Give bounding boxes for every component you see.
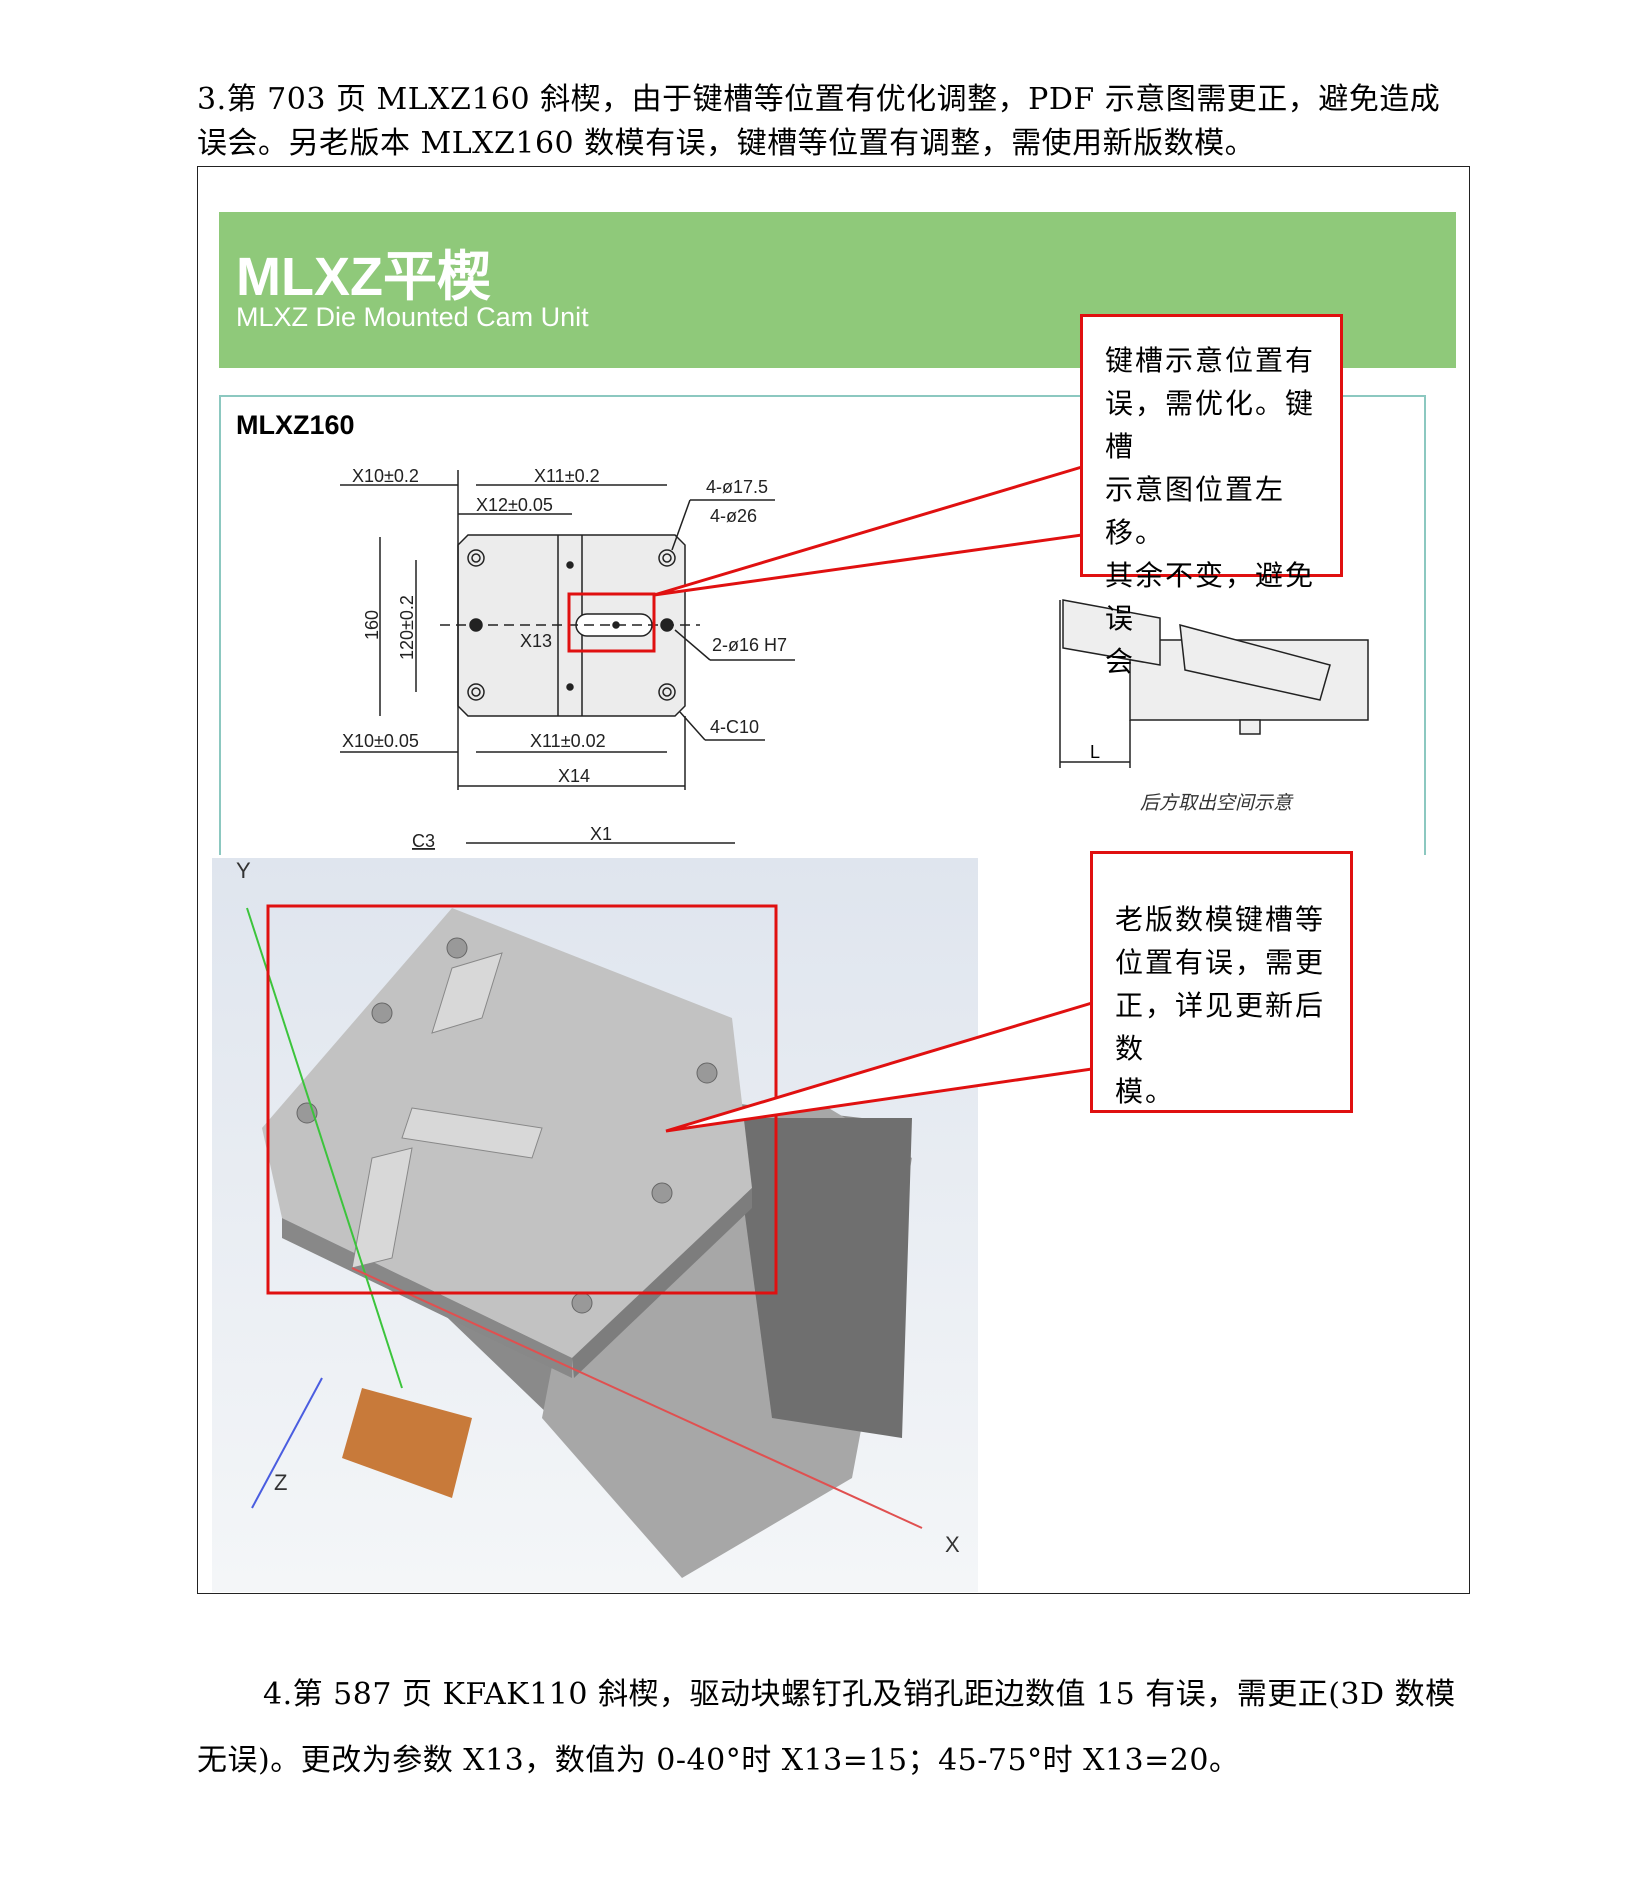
callout-1: 键槽示意位置有 误，需优化。键槽 示意图位置左移。 其余不变，避免误 会 (1080, 314, 1343, 678)
dim-x13: X13 (520, 631, 552, 651)
item4-line1: 4.第 587 页 KFAK110 斜楔，驱动块螺钉孔及销孔距边数值 15 有误… (263, 1677, 1456, 1712)
x-axis (351, 1267, 923, 1529)
callout-2-line: 位置有误，需更 (1115, 946, 1326, 979)
callout-2-line: 模。 (1115, 1075, 1176, 1108)
catalog-subtitle: MLXZ Die Mounted Cam Unit (236, 302, 589, 332)
dim-c3: C3 (412, 831, 435, 851)
dim-x11-02: X11±0.2 (534, 466, 600, 486)
y-axis (246, 907, 403, 1389)
dim-c10: 4-C10 (710, 717, 759, 737)
3d-model-render: Y Z X (212, 858, 978, 1592)
item3-line1: 3.第 703 页 MLXZ160 斜楔，由于键槽等位置有优化调整，PDF 示意… (197, 82, 1441, 117)
dim-x10-005: X10±0.05 (342, 731, 419, 751)
callout-1-line: 会 (1105, 645, 1136, 678)
axis-y-label: Y (236, 858, 251, 883)
model-label: MLXZ160 (236, 410, 355, 440)
axis-x-label: X (945, 1532, 960, 1557)
item3-line2: 误会。另老版本 MLXZ160 数模有误，键槽等位置有调整，需使用新版数模。 (197, 126, 1256, 161)
dim-pin: 2-ø16 H7 (712, 635, 787, 655)
callout-2-pointer (665, 1000, 1094, 1133)
catalog-title: MLXZ平楔 (236, 247, 491, 307)
figure-frame (197, 166, 1470, 1594)
3d-highlight-box (266, 904, 778, 1295)
dim-l: L (1090, 742, 1100, 762)
item4-line2: 无误)。更改为参数 X13，数值为 0-40°时 X13=15；45-75°时 … (197, 1743, 1240, 1778)
side-caption: 后方取出空间示意 (1140, 792, 1294, 814)
dim-x1: X1 (590, 824, 612, 844)
dim-120: 120±0.2 (397, 595, 417, 660)
dim-160: 160 (362, 610, 382, 640)
drawing-panel (219, 395, 1426, 855)
side-view-drawing (1059, 599, 1369, 768)
callout-1-line: 键槽示意位置有 (1105, 344, 1316, 377)
callout-2-line: 老版数模键槽等 (1115, 903, 1326, 936)
3d-model-svg: Y Z X (236, 858, 960, 1578)
callout-1-pointer (653, 464, 1084, 597)
callout-2: 老版数模键槽等 位置有误，需更 正，详见更新后数 模。 (1090, 851, 1353, 1113)
dim-hole-175: 4-ø17.5 (706, 477, 768, 497)
dim-hole-26: 4-ø26 (710, 506, 757, 526)
dim-x14: X14 (558, 766, 590, 786)
callout-1-line: 其余不变，避免误 (1105, 559, 1316, 635)
dim-x11-002: X11±0.02 (530, 731, 606, 751)
keyway-highlight-box (567, 592, 656, 653)
callout-1-line: 示意图位置左移。 (1105, 473, 1286, 549)
dim-x12: X12±0.05 (476, 495, 553, 515)
callout-2-line: 正，详见更新后数 (1115, 989, 1326, 1065)
axis-z-label: Z (274, 1470, 287, 1495)
z-axis (251, 1377, 323, 1509)
dim-x10-02: X10±0.2 (352, 466, 419, 486)
callout-1-line: 误，需优化。键槽 (1105, 387, 1316, 463)
